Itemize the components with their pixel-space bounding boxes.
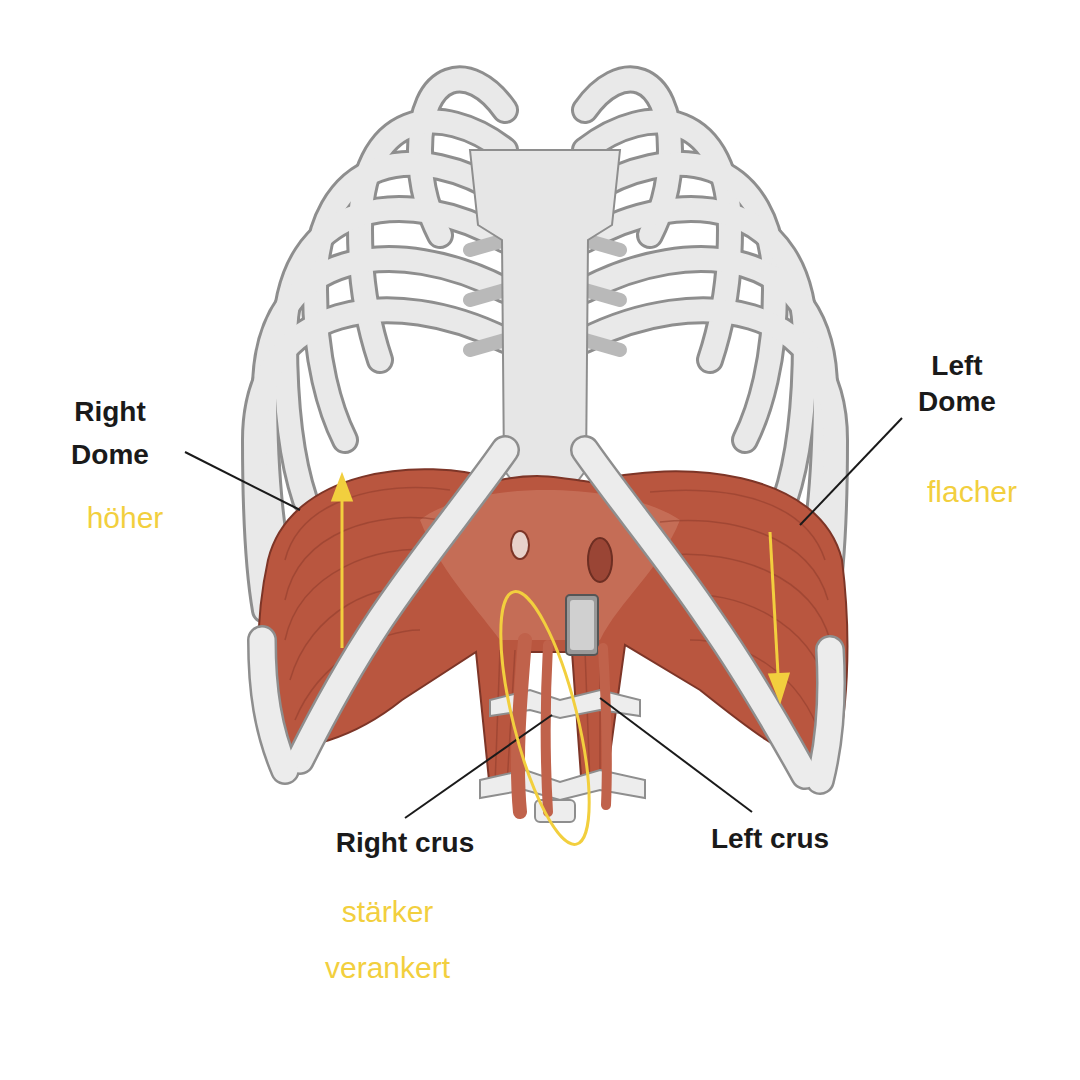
costal-margin [262, 450, 831, 780]
highlight-ellipse [483, 584, 608, 852]
costal-margin [262, 640, 285, 770]
arrowhead [333, 476, 351, 500]
esophageal-hiatus [588, 538, 612, 582]
part-label: Left crus [650, 819, 890, 859]
vertebra [480, 770, 645, 800]
vertebra [570, 600, 594, 650]
arrowhead [770, 674, 788, 700]
diaphragm [258, 469, 847, 790]
costal-margin [262, 450, 831, 780]
costal-margin [820, 650, 831, 780]
costal-margin [820, 650, 831, 780]
costal-margin [262, 450, 831, 780]
caval-opening [511, 531, 529, 559]
costal-margin [262, 640, 285, 770]
annotations [333, 476, 788, 852]
costal-margin [585, 450, 805, 775]
leader-line [405, 715, 552, 818]
costal-cartilage [585, 290, 620, 300]
leader-line [800, 418, 902, 525]
costal-margin [300, 450, 505, 760]
costal-margin [300, 450, 505, 760]
leader-line [185, 452, 300, 510]
part-label: Right Dome [50, 390, 170, 476]
spine [480, 595, 645, 822]
part-label: Right crus [285, 823, 525, 863]
costal-cartilage [585, 340, 620, 350]
costal-cartilage [470, 290, 505, 300]
costal-margin [585, 450, 805, 775]
part-label: Left Dome [897, 348, 1017, 420]
costal-cartilage [585, 240, 620, 250]
annotation-note: höher [50, 498, 200, 538]
crura [603, 648, 607, 805]
arrow-up [341, 482, 344, 648]
annotation-note: flacher [892, 472, 1052, 512]
crura [546, 645, 548, 812]
muscle-fibres [495, 650, 500, 785]
arrow-down [770, 532, 779, 692]
crura [518, 640, 525, 812]
vertebra [566, 595, 598, 655]
diaphragm-muscle [258, 469, 847, 790]
annotation-note: stärker verankert [285, 884, 490, 996]
costal-cartilage [470, 340, 505, 350]
leader-line [600, 698, 752, 812]
costal-cartilage [470, 240, 505, 250]
